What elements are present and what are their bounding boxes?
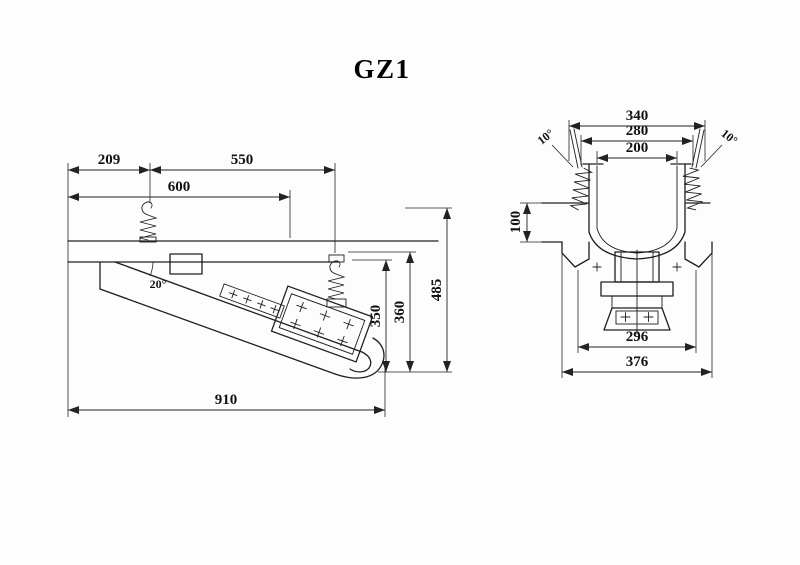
angle-annotation: 20°	[150, 261, 167, 291]
left-spring-icon	[569, 167, 594, 211]
drawing-title: GZ1	[353, 54, 410, 84]
dim-910: 910	[215, 392, 238, 408]
dim-100: 100	[508, 211, 524, 234]
drive-assembly	[600, 251, 674, 331]
dim-600: 600	[168, 179, 191, 195]
dim-376: 376	[626, 354, 649, 370]
dim-550: 550	[231, 152, 254, 168]
cross-marks	[290, 301, 354, 347]
dim-200: 200	[626, 140, 649, 156]
front-extension-lines	[520, 120, 713, 378]
rear-spring-icon	[326, 254, 347, 308]
right-spring-icon	[682, 167, 703, 211]
front-view: 10° 10° 340 280 200	[508, 108, 741, 378]
dim-340: 340	[626, 108, 649, 124]
front-dimensions: 340 280 200 100 296 376	[508, 108, 712, 376]
cross-marks	[228, 289, 279, 314]
dim-angle-20: 20°	[150, 277, 167, 291]
dim-angle-10-right: 10°	[719, 126, 741, 147]
dim-280: 280	[626, 123, 649, 139]
cross-marks	[620, 312, 654, 322]
side-view: 20° 209 550 600 910 485	[67, 152, 452, 417]
dim-209: 209	[98, 152, 121, 168]
side-extension-lines	[67, 163, 452, 417]
dim-angle-10-left: 10°	[535, 126, 557, 147]
dim-360: 360	[392, 301, 408, 324]
side-view-outline	[67, 240, 439, 379]
dim-296: 296	[626, 329, 649, 345]
trough-strip	[219, 283, 285, 319]
cross-marks	[592, 262, 682, 272]
side-dimensions: 209 550 600 910 485 360 350	[68, 152, 451, 414]
suspension-spring-icon	[139, 201, 158, 243]
dim-485: 485	[429, 279, 445, 302]
dim-350: 350	[368, 305, 384, 328]
vibrator-box	[270, 285, 374, 363]
